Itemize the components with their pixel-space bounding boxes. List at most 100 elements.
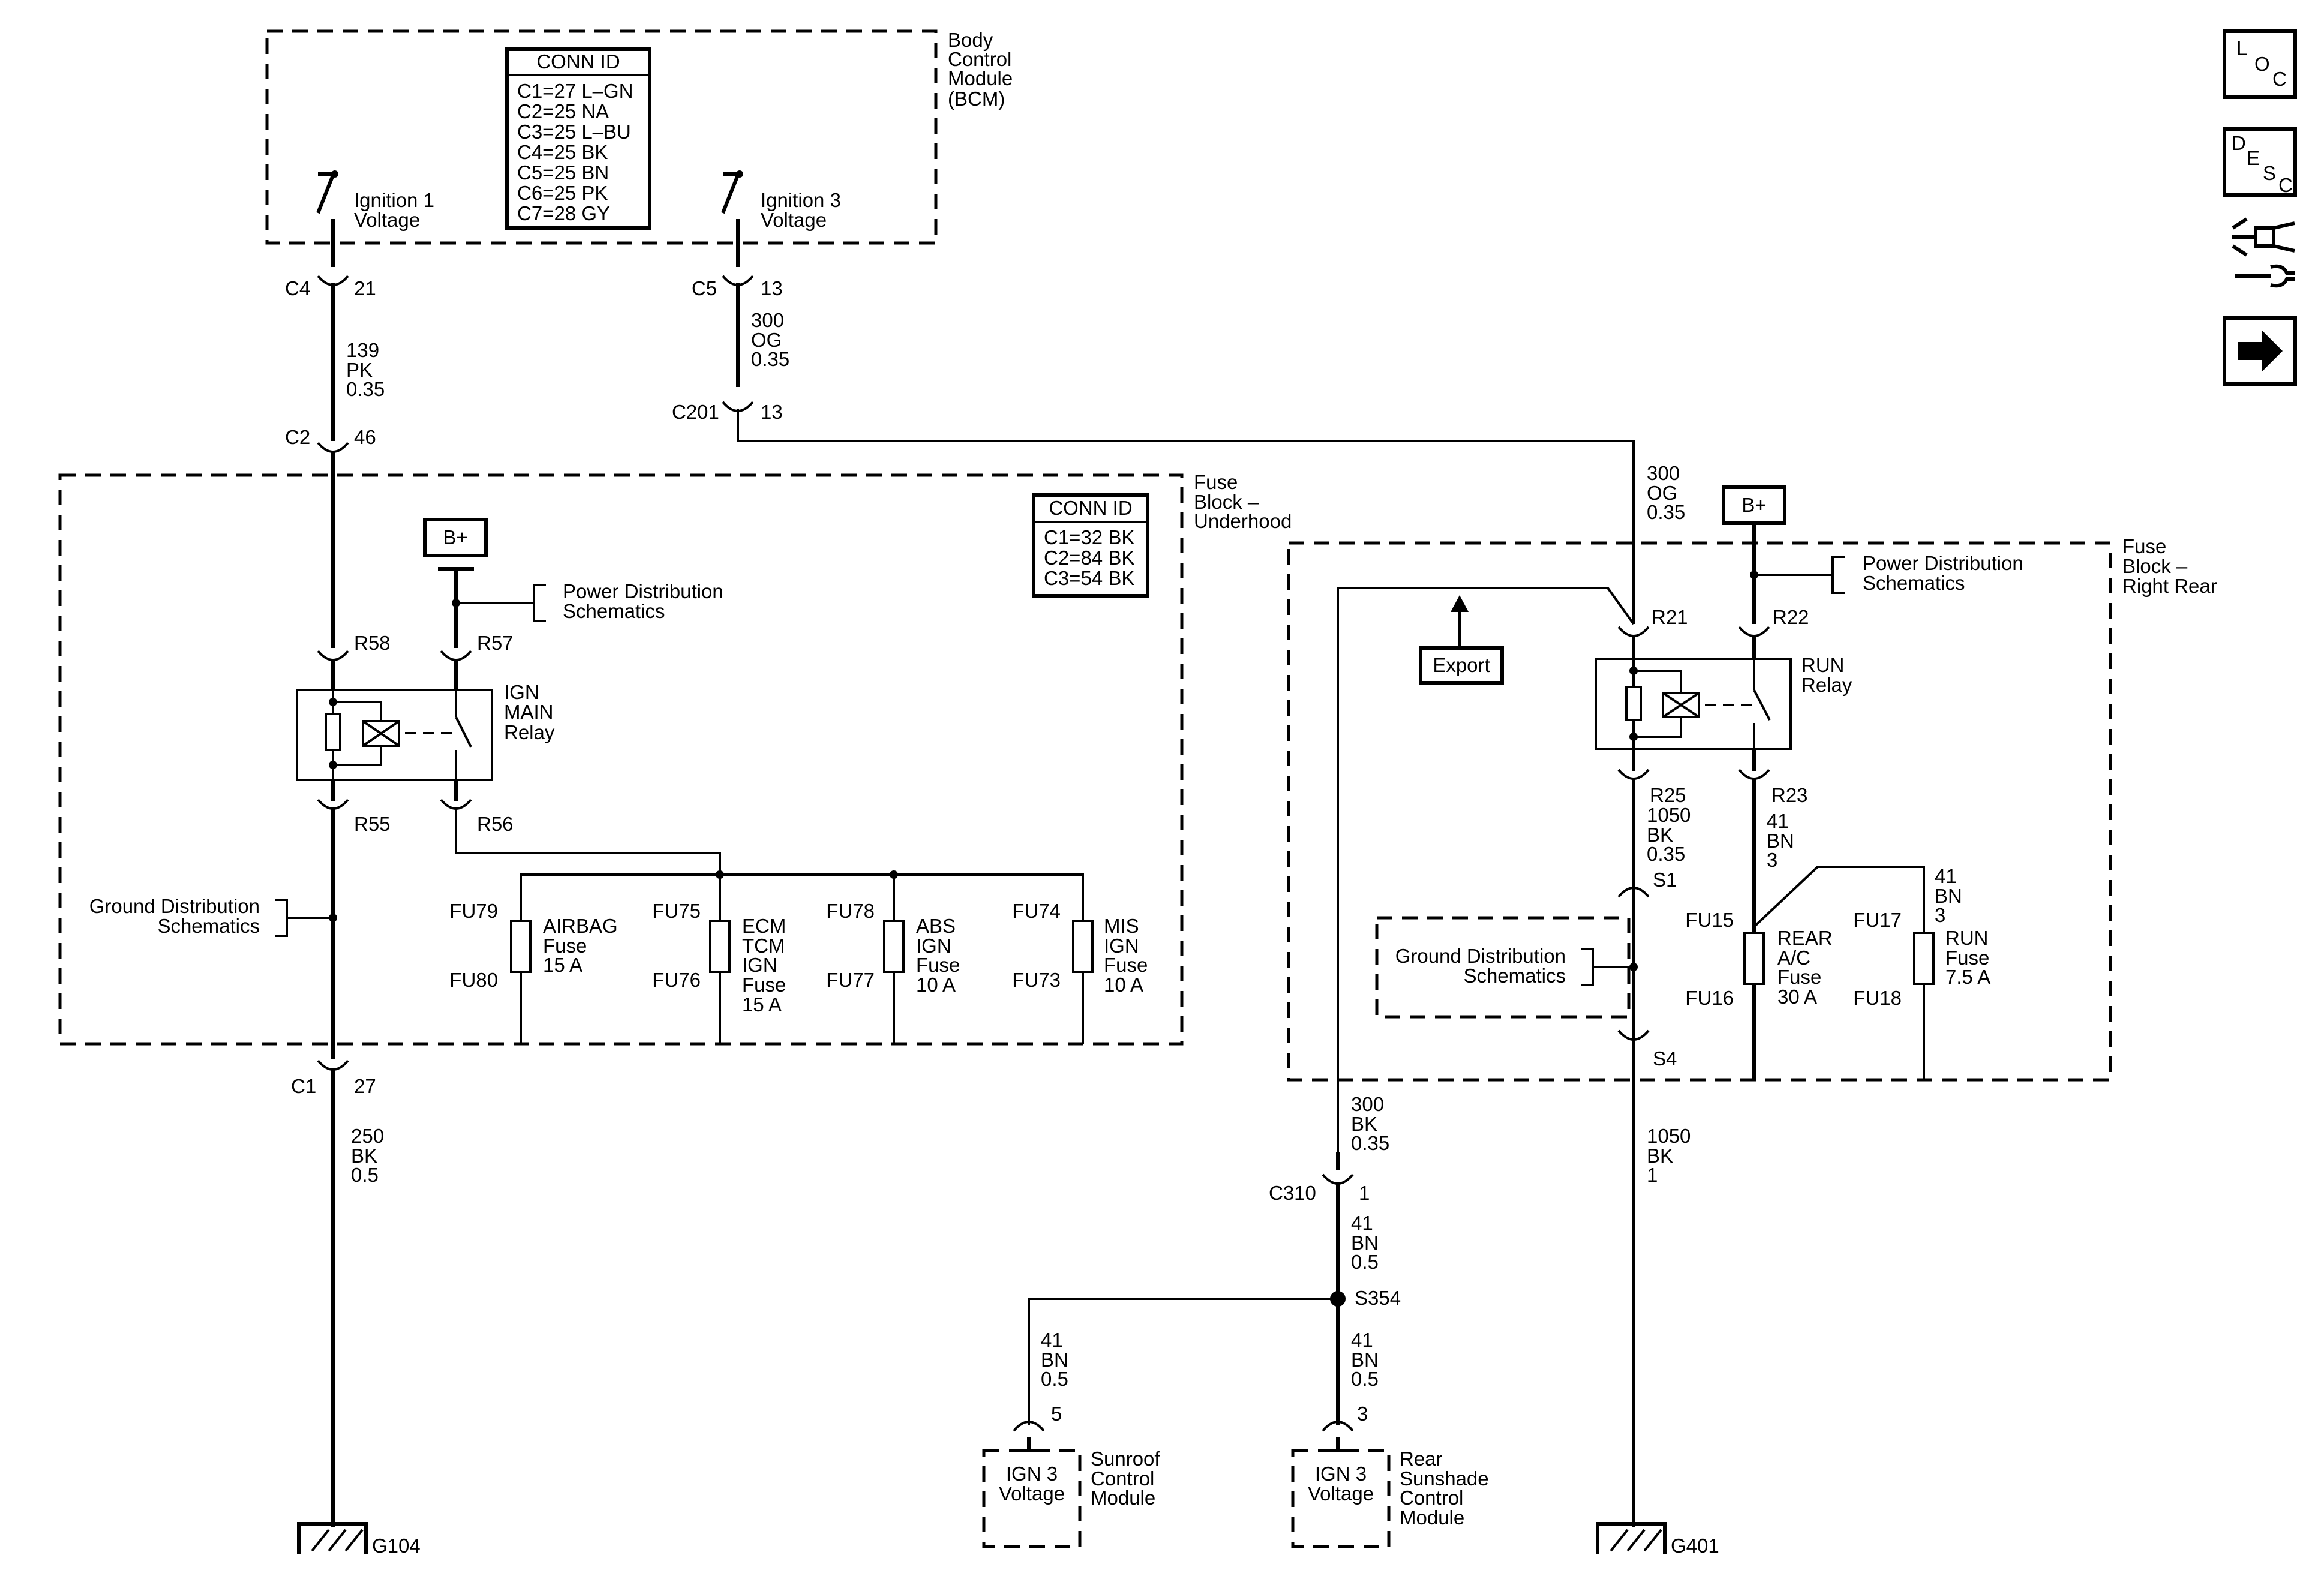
- wire-139-label: 139: [346, 339, 379, 361]
- gnd-dist-ref-2[interactable]: Schematics: [1463, 965, 1566, 987]
- gnd-dist-ref-1[interactable]: Schematics: [157, 915, 260, 937]
- arrow-right-icon[interactable]: [2223, 316, 2297, 386]
- pin-5-label: 5: [1051, 1403, 1062, 1425]
- wire-41-bn-5-label: 0.5: [1041, 1368, 1068, 1390]
- connector-c310: 300 BK 0.35 C310 1 41 BN 0.5: [1269, 1093, 1389, 1299]
- wire-41-bn-label: 0.5: [1351, 1251, 1379, 1273]
- desc-icon[interactable]: D E S C: [2223, 127, 2297, 197]
- bplus-label: B+: [443, 526, 467, 548]
- ignition-1-switch: Ignition 1 Voltage: [316, 170, 434, 267]
- bcm-conn-row: C2=25 NA: [517, 100, 609, 122]
- pwr-dist-ref-2[interactable]: Power Distribution: [1863, 552, 2023, 574]
- wire-300-og-2-label: 0.35: [1647, 501, 1685, 523]
- fuse-ecm-top: FU75: [652, 900, 701, 922]
- fuse-run-top: FU17: [1853, 909, 1902, 931]
- wire-250-label: 250: [351, 1125, 384, 1147]
- r22-label: R22: [1773, 606, 1809, 628]
- fuse-airbag: FU79 FU80 AIRBAG Fuse 15 A: [449, 900, 617, 991]
- fuse-rear-ac-label: Fuse: [1777, 966, 1821, 988]
- gnd-dist-ref-1[interactable]: Ground Distribution: [89, 895, 260, 917]
- r56-label: R56: [477, 813, 514, 835]
- ignition-3-label: Voltage: [761, 209, 827, 231]
- wire-41-bn-5-label: 41: [1041, 1329, 1063, 1351]
- sunshade-title: Rear: [1400, 1448, 1443, 1470]
- loc-icon-letter: C: [2272, 68, 2287, 90]
- connector-wrench-icon[interactable]: [2232, 217, 2295, 288]
- r58-label: R58: [354, 632, 391, 654]
- r21-label: R21: [1652, 606, 1688, 628]
- sunroof-pin-label: IGN 3: [1006, 1463, 1058, 1485]
- wire-41-bn-3b-label: BN: [1935, 885, 1962, 907]
- connector-c201: C201 13 300 OG 0.35: [672, 372, 1685, 624]
- loc-icon[interactable]: L O C: [2223, 29, 2297, 99]
- fb-rear-title: Right Rear: [2122, 575, 2217, 597]
- fuse-mis-label: 10 A: [1104, 974, 1143, 996]
- run-relay-ground-path: 1050 BK 0.35 S1 Ground Distribution Sche…: [1375, 779, 1691, 1527]
- wire-1050-label: 0.35: [1647, 843, 1685, 865]
- c5-pin: 13: [761, 277, 783, 299]
- bcm-conn-title: CONN ID: [536, 50, 620, 73]
- bcm-conn-row: C7=28 GY: [517, 202, 610, 224]
- fuse-airbag-label: Fuse: [543, 935, 587, 957]
- fuse-run-label: 7.5 A: [1945, 966, 1990, 988]
- c201-label: C201: [672, 401, 719, 423]
- wire-250-label: 0.5: [351, 1164, 379, 1186]
- r25-label: R25: [1650, 784, 1686, 806]
- fb-conn-id-table: CONN ID C1=32 BK C2=84 BK C3=54 BK: [1032, 493, 1149, 598]
- pwr-dist-ref-1[interactable]: Power Distribution: [563, 580, 723, 602]
- fuse-rear-ac-label: A/C: [1777, 947, 1810, 969]
- sunshade-pin-label: IGN 3: [1315, 1463, 1367, 1485]
- fuse-ecm-label: IGN: [742, 954, 777, 976]
- c5-label: C5: [692, 277, 717, 299]
- wire-41-bn-5-label: BN: [1041, 1349, 1068, 1371]
- run-relay-label: Relay: [1801, 674, 1852, 696]
- connector-c5: C5 13 300 OG 0.35: [692, 275, 789, 375]
- bplus-label-2: B+: [1742, 494, 1766, 516]
- ground-g104: G104: [297, 1522, 421, 1557]
- bcm-conn-row: C1=27 L–GN: [517, 80, 633, 102]
- c4-pin: 21: [354, 277, 376, 299]
- wire-300-og-2-label: OG: [1647, 482, 1677, 504]
- connector-c4: C4 21 139 PK 0.35: [285, 275, 385, 441]
- fuse-abs-label: 10 A: [916, 974, 956, 996]
- wire-41-bn-label: BN: [1351, 1232, 1379, 1254]
- bcm-conn-row: C6=25 PK: [517, 182, 608, 204]
- c310-label: C310: [1269, 1182, 1316, 1204]
- fuse-abs-label: Fuse: [916, 954, 960, 976]
- wire-1050-1-label: BK: [1647, 1145, 1673, 1167]
- wire-41-bn-3b-label: 3: [1935, 904, 1945, 926]
- pwr-dist-ref-1[interactable]: Schematics: [563, 600, 665, 622]
- wire-41-bn-3c-label: 41: [1351, 1329, 1373, 1351]
- sunroof-control-module: IGN 3 Voltage Sunroof Control Module: [982, 1437, 1160, 1548]
- fuse-abs-bottom: FU77: [826, 969, 875, 991]
- fuse-mis-label: Fuse: [1104, 954, 1148, 976]
- fb-underhood-title: Fuse: [1194, 471, 1238, 493]
- export-label[interactable]: Export: [1433, 654, 1490, 676]
- desc-icon-letter: D: [2232, 132, 2246, 154]
- fuse-abs-top: FU78: [826, 900, 875, 922]
- splice-s354: S354 41 BN 0.5 41 BN 0.5 5 3: [1013, 1287, 1401, 1432]
- wire-300-bk-label: 300: [1351, 1093, 1384, 1115]
- wire-300-bk-label: BK: [1351, 1113, 1377, 1135]
- wire-139-label: 0.35: [346, 378, 385, 400]
- run-relay-label: RUN: [1801, 654, 1845, 676]
- fuse-ecm-bottom: FU76: [652, 969, 701, 991]
- pwr-dist-ref-2[interactable]: Schematics: [1863, 572, 1965, 594]
- wire-41-bn-3b-label: 41: [1935, 865, 1957, 887]
- fuse-block-right-rear: Fuse Block – Right Rear: [1287, 535, 2217, 1082]
- fuse-rear-ac-top: FU15: [1685, 909, 1734, 931]
- pin-3-label: 3: [1357, 1403, 1368, 1425]
- wire-139-label: PK: [346, 359, 373, 381]
- gnd-dist-ref-2[interactable]: Ground Distribution: [1395, 945, 1566, 967]
- c2-label: C2: [285, 426, 310, 448]
- wire-41-bn-label: 41: [1351, 1212, 1373, 1234]
- loc-icon-letter: O: [2254, 53, 2270, 75]
- fuse-run: FU17 FU18 RUN Fuse 7.5 A: [1853, 909, 1990, 1009]
- fuse-abs-label: ABS: [916, 915, 956, 937]
- sunshade-title: Module: [1400, 1506, 1464, 1529]
- fuse-abs: FU78 FU77 ABS IGN Fuse 10 A: [826, 900, 960, 996]
- c1-label: C1: [291, 1075, 316, 1097]
- fb-rear-title: Block –: [2122, 555, 2188, 577]
- fuse-airbag-top: FU79: [449, 900, 498, 922]
- sunroof-pin-label: Voltage: [999, 1482, 1065, 1505]
